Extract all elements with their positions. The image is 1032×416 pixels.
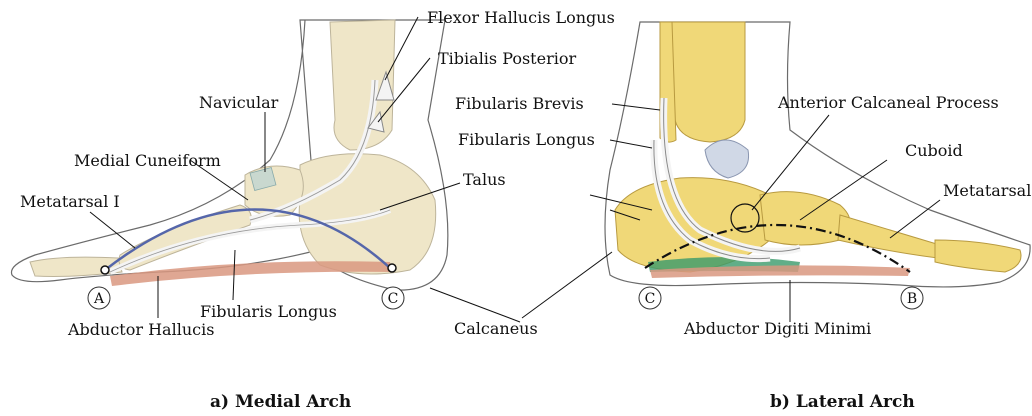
lateral-tibia-bone [665, 22, 745, 142]
marker-a-label: A [93, 291, 105, 307]
marker-b-label: B [907, 291, 917, 307]
abductor-hallucis-muscle [110, 261, 392, 286]
lateral-talus-dome [705, 140, 749, 178]
label-fibularis-longus-medial: Fibularis Longus [200, 302, 337, 321]
lateral-cuboid-bone [760, 192, 850, 245]
marker-a: A [88, 287, 110, 309]
label-metatarsal-v: Metatarsal V [943, 181, 1032, 200]
label-flexor-hallucis-longus: Flexor Hallucis Longus [427, 8, 615, 27]
label-abductor-digiti-minimi: Abductor Digiti Minimi [683, 319, 871, 338]
label-calcaneus: Calcaneus [454, 319, 538, 338]
label-cuboid: Cuboid [905, 141, 963, 160]
lateral-toe-bones [935, 240, 1021, 272]
marker-c-medial: C [382, 287, 404, 309]
lateral-metatarsal-bone [838, 215, 940, 258]
label-abductor-hallucis: Abductor Hallucis [67, 320, 214, 339]
label-anterior-calcaneal-process: Anterior Calcaneal Process [777, 93, 999, 112]
label-fibularis-brevis: Fibularis Brevis [455, 94, 584, 113]
caption-lateral-arch: b) Lateral Arch [770, 392, 915, 412]
label-medial-cuneiform: Medial Cuneiform [74, 151, 221, 170]
marker-c-lateral: C [639, 287, 661, 309]
lateral-foot-illustration [605, 22, 1030, 287]
label-navicular: Navicular [199, 93, 279, 112]
marker-b: B [901, 287, 923, 309]
marker-c-medial-label: C [388, 291, 399, 307]
caption-medial-arch: a) Medial Arch [210, 392, 351, 412]
medial-arch-point-a [101, 266, 109, 274]
label-metatarsal-i: Metatarsal I [20, 192, 120, 211]
medial-arch-point-c [388, 264, 396, 272]
label-tibialis-posterior: Tibialis Posterior [438, 49, 576, 68]
marker-c-lateral-label: C [645, 291, 656, 307]
label-talus: Talus [463, 170, 506, 189]
label-fibularis-longus-lateral: Fibularis Longus [458, 130, 595, 149]
